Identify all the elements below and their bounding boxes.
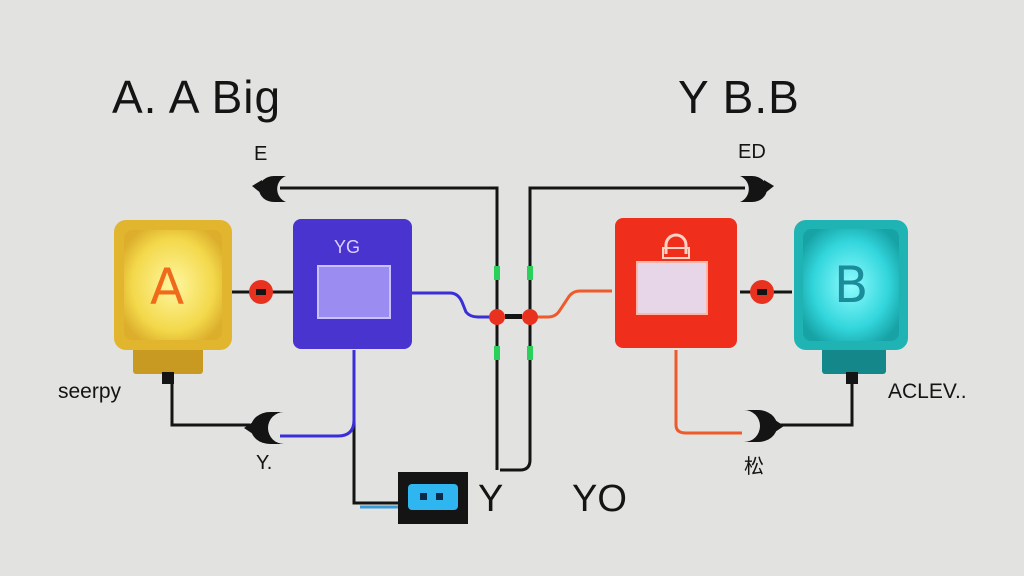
plug-right-device	[744, 410, 784, 442]
marker-right-top	[527, 266, 533, 280]
node-a-letter: A	[150, 258, 185, 316]
bottom-device	[398, 472, 468, 524]
label-right-bottom: 松	[744, 456, 764, 478]
colored-wires	[280, 289, 742, 438]
label-right-side: ACLEV..	[888, 380, 967, 403]
label-left-side: seerpy	[58, 380, 122, 403]
plug-left-device	[244, 412, 284, 444]
lock-icon	[664, 233, 688, 254]
wire-blue-yg-junction	[390, 291, 497, 319]
wire-b-to-plug	[770, 378, 854, 427]
marker-left-top	[494, 266, 500, 280]
junction-right	[522, 309, 538, 325]
wire-orange-junction-lock	[530, 289, 612, 319]
green-markers	[494, 266, 533, 360]
header-left-title: A. A Big	[112, 71, 282, 123]
wire-yg-to-bottom	[352, 350, 400, 505]
node-yg-label: YG	[334, 237, 361, 257]
node-yg	[293, 219, 412, 349]
node-a	[114, 220, 232, 384]
header-right-sub: ED	[738, 141, 766, 163]
wire-top-left	[280, 186, 499, 470]
junction-left	[489, 309, 505, 325]
node-lock	[615, 218, 737, 348]
label-center-y: Y	[478, 478, 504, 520]
junctions	[249, 280, 774, 325]
header-left-sub: E	[254, 143, 268, 165]
node-b-letter: B	[834, 256, 869, 314]
label-left-bottom: Y.	[256, 452, 273, 474]
marker-right-bottom	[527, 346, 533, 360]
wire-blue-yg-plug	[280, 350, 356, 438]
wire-top-right	[500, 186, 745, 472]
header-right-title: Y B.B	[678, 71, 800, 123]
node-b	[794, 220, 908, 384]
plug-top-left	[252, 176, 286, 202]
wire-a-to-device	[170, 372, 250, 427]
wire-orange-lock-plug	[674, 350, 742, 435]
plug-top-right	[740, 176, 774, 202]
label-center-yo: YO	[572, 478, 627, 520]
marker-left-bottom	[494, 346, 500, 360]
